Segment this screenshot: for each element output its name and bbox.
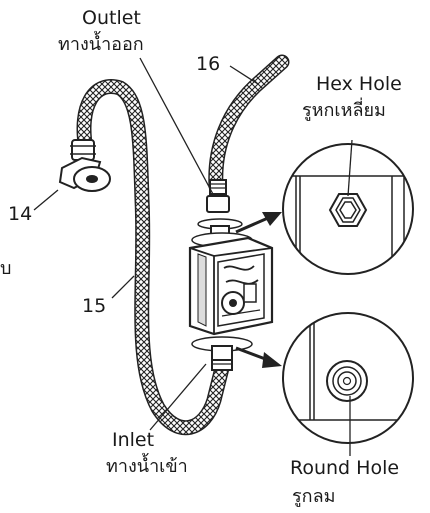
arrow-to-round-view (235, 346, 282, 368)
outlet-thai-label: ทางน้ำออก (58, 31, 144, 55)
part-15-label: 15 (82, 295, 106, 317)
inlet-fitting (191, 336, 253, 371)
cut-off-label: บ (0, 258, 11, 279)
braided-hose-15 (76, 79, 230, 436)
arrow-to-hex-view (235, 212, 282, 234)
outlet-label: Outlet (82, 7, 141, 29)
outlet-fitting (191, 179, 253, 248)
round-hole-magnified-view (282, 312, 414, 444)
part-16-label: 16 (196, 53, 220, 75)
braided-hose-16 (208, 54, 290, 194)
leader-lines (33, 57, 353, 456)
inlet-label: Inlet (112, 429, 154, 451)
hex-hole-thai-label: รูหกเหลี่ยม (302, 97, 386, 121)
part-14-label: 14 (8, 203, 32, 225)
inlet-thai-label: ทางน้ำเข้า (106, 453, 188, 477)
hex-hole-magnified-view (282, 143, 414, 275)
round-hole-label: Round Hole (290, 457, 399, 479)
round-hole-thai-label: รูกลม (292, 486, 335, 507)
shower-head-14 (58, 139, 111, 192)
heater-unit (188, 236, 274, 336)
hex-hole-label: Hex Hole (316, 73, 402, 95)
